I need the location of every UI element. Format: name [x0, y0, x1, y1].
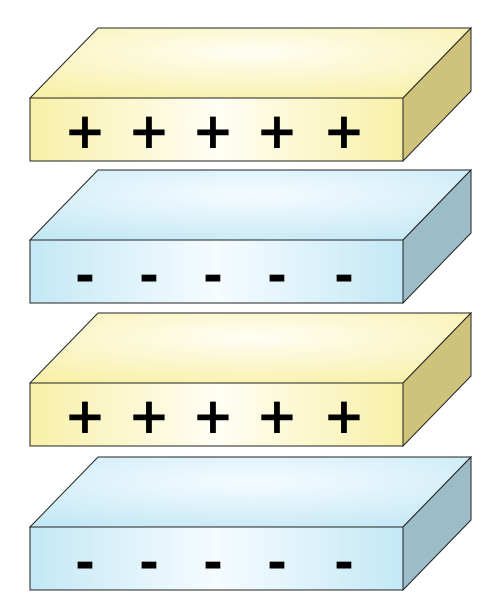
positive-charge-sign: +: [256, 387, 298, 445]
negative-charge-sign: -: [75, 535, 95, 591]
negative-plate: -----: [28, 168, 473, 305]
plate-front-face: [29, 239, 404, 304]
plate-top-face: [28, 169, 473, 241]
positive-charge-sign: +: [323, 102, 365, 160]
positive-charge-sign: +: [128, 387, 170, 445]
positive-charge-sign: +: [64, 387, 106, 445]
positive-charge-sign: +: [192, 102, 234, 160]
plate-front-face: [29, 526, 404, 591]
plate-top-face: [28, 456, 473, 528]
plate-top-face: [28, 312, 473, 384]
positive-charge-sign: +: [192, 387, 234, 445]
negative-charge-sign: -: [334, 248, 354, 304]
positive-charge-sign: +: [128, 102, 170, 160]
negative-charge-sign: -: [139, 535, 159, 591]
positive-charge-sign: +: [323, 387, 365, 445]
negative-plate: -----: [28, 455, 473, 592]
negative-charge-sign: -: [267, 248, 287, 304]
positive-charge-sign: +: [64, 102, 106, 160]
negative-charge-sign: -: [75, 248, 95, 304]
negative-charge-sign: -: [203, 248, 223, 304]
positive-charge-sign: +: [256, 102, 298, 160]
plate-front-face: [29, 382, 404, 447]
negative-charge-sign: -: [267, 535, 287, 591]
plate-front-face: [29, 97, 404, 162]
plate-top-face: [28, 27, 473, 99]
negative-charge-sign: -: [203, 535, 223, 591]
negative-charge-sign: -: [334, 535, 354, 591]
positive-plate: + + + + +: [28, 26, 473, 163]
positive-plate: + + + + +: [28, 311, 473, 448]
negative-charge-sign: -: [139, 248, 159, 304]
